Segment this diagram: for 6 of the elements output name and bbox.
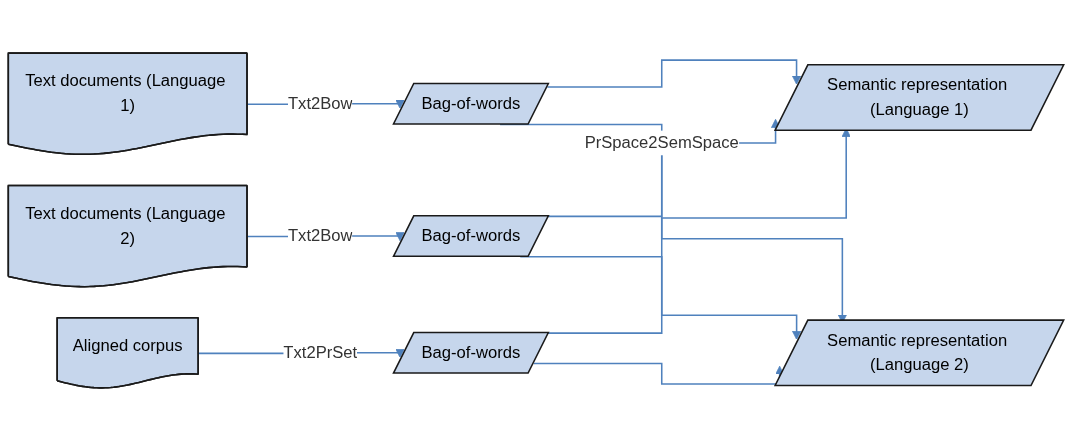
edge-label: Txt2Bow <box>287 94 353 113</box>
edge-label: PrSpace2SemSpace <box>584 133 739 152</box>
edge-label: Txt2PrSet <box>283 343 358 362</box>
arrow <box>546 59 802 88</box>
edge-label: Txt2Bow <box>287 226 353 245</box>
arrow <box>532 362 785 385</box>
